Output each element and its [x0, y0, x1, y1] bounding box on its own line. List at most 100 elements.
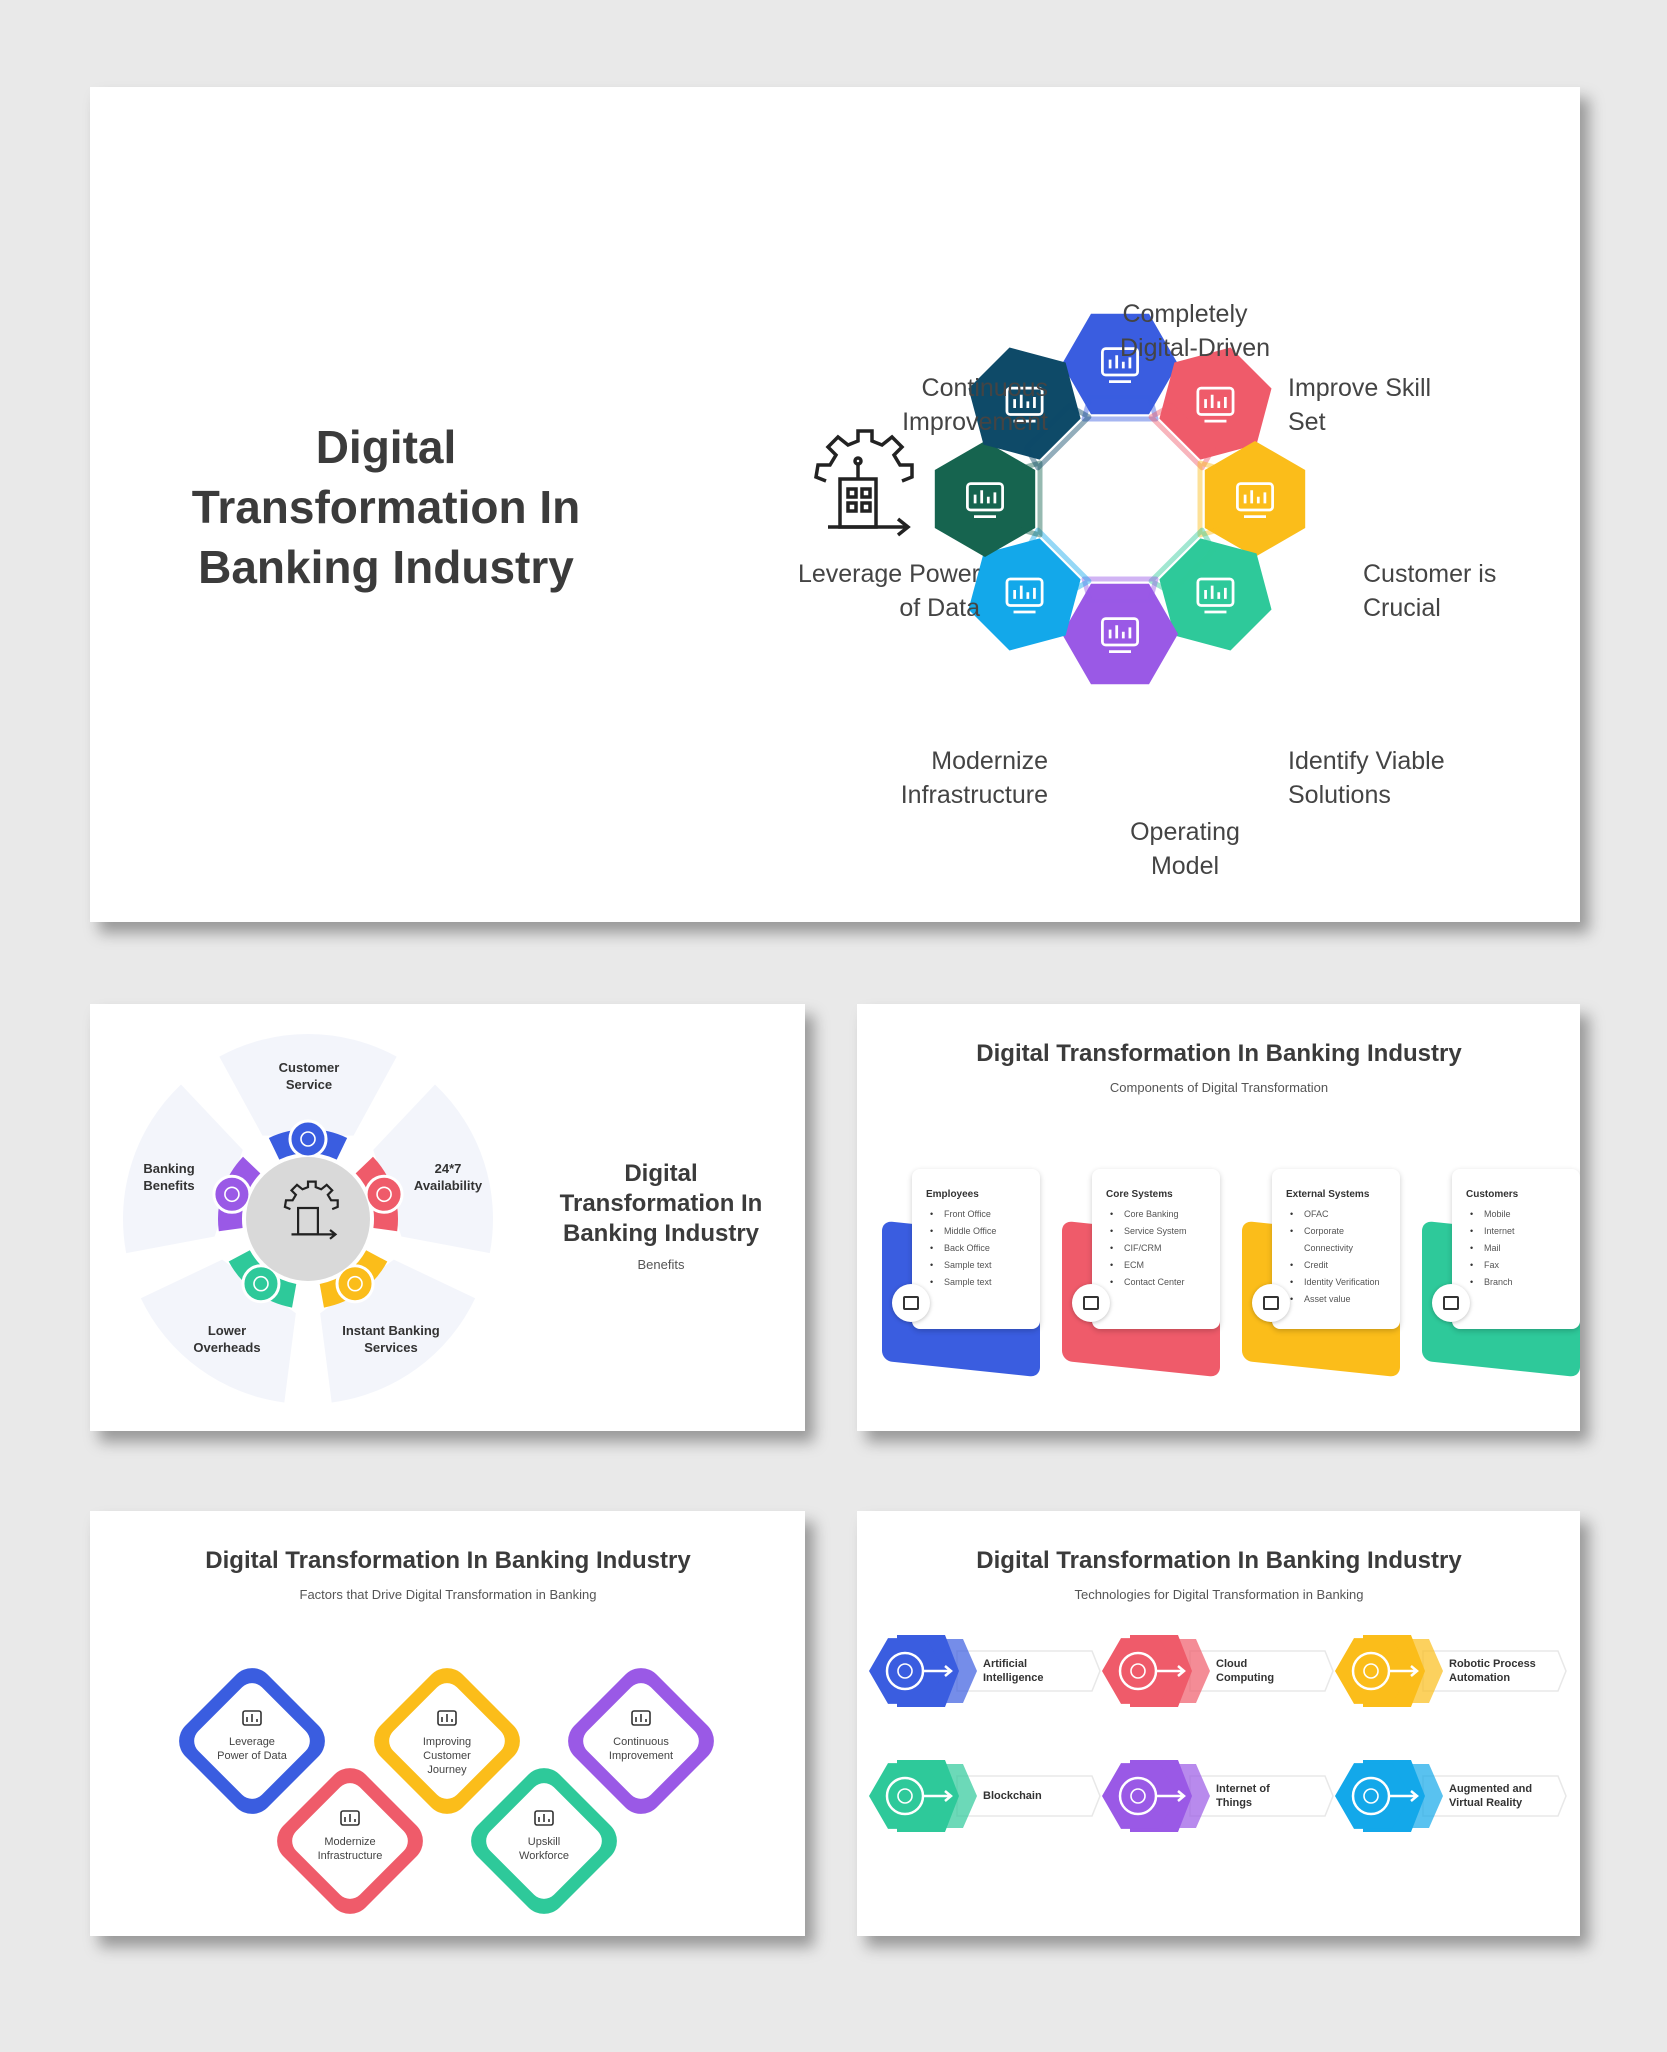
gear-building-icon: [283, 1180, 339, 1240]
diamond-3: [277, 1768, 423, 1914]
card-item: Back Office: [926, 1240, 1026, 1257]
circuit-gear-icon: [1005, 577, 1044, 614]
card-title: External Systems: [1286, 1189, 1370, 1200]
money-down-icon: [253, 1275, 269, 1292]
card-item: Service System: [1106, 1223, 1206, 1240]
card-item: Mobile: [1466, 1206, 1566, 1223]
card-item: Branch: [1466, 1274, 1566, 1291]
segment-4: [1062, 576, 1178, 685]
factors-title: Digital Transformation In Banking Indust…: [205, 1547, 691, 1574]
circuit-gear-icon: [340, 1810, 360, 1826]
label-leverage-data: Leverage Power of Data: [797, 560, 980, 622]
component-card[interactable]: Employees Front OfficeMiddle OfficeBack …: [882, 1169, 1052, 1379]
components-title: Digital Transformation In Banking Indust…: [976, 1040, 1462, 1067]
center-disc: [246, 1157, 370, 1281]
data-screen-icon: [242, 1710, 262, 1726]
card-item: Sample text: [926, 1257, 1026, 1274]
ai-brain-icon: [897, 1663, 913, 1679]
label-continuous-improvement: Continuous Improvement: [902, 374, 1048, 436]
slide-technologies[interactable]: Digital Transformation In Banking Indust…: [857, 1511, 1580, 1936]
tech-item-3: [869, 1760, 1101, 1832]
card-item: Asset value: [1286, 1291, 1386, 1308]
tech-item-2: [1335, 1635, 1567, 1707]
cycle-growth-icon: [631, 1710, 651, 1726]
segment-0: [1062, 313, 1178, 422]
tech-item-5: [1335, 1760, 1567, 1832]
iot-icon: [1130, 1788, 1146, 1804]
customers-icon: [1432, 1284, 1470, 1322]
slide-components[interactable]: Digital Transformation In Banking Indust…: [857, 1004, 1580, 1431]
benefits-title: Digital Transformation In Banking Indust…: [559, 1160, 763, 1247]
card-item: Contact Center: [1106, 1274, 1206, 1291]
hero-title: Digital Transformation In Banking Indust…: [191, 421, 581, 593]
clipboard-gear-icon: [1101, 617, 1139, 653]
network-gear-icon: [1072, 1284, 1110, 1322]
card-item: ECM: [1106, 1257, 1206, 1274]
diamond-2: [568, 1668, 714, 1814]
team-icon: [892, 1284, 930, 1322]
card-item: Front Office: [926, 1206, 1026, 1223]
petal-2: [319, 1249, 476, 1403]
components-subtitle: Components of Digital Transformation: [1109, 1080, 1329, 1095]
vr-headset-icon: [1363, 1788, 1379, 1804]
piggy-bank-icon: [224, 1186, 240, 1203]
card-items: Front OfficeMiddle OfficeBack OfficeSamp…: [926, 1206, 1026, 1291]
monitor-settings-icon: [1252, 1284, 1290, 1322]
petal-1: [355, 1084, 493, 1254]
card-item: Internet: [1466, 1223, 1566, 1240]
monitor-data-icon: [966, 482, 1004, 518]
support-agent-icon: [300, 1131, 316, 1147]
tech-item-0: [869, 1635, 1101, 1707]
card-body: Customers MobileInternetMailFaxBranch: [1452, 1169, 1580, 1329]
segment-3: [1148, 527, 1272, 651]
cycle-diagram: [814, 313, 1306, 685]
tech-item-4: [1102, 1760, 1334, 1832]
technologies-arrows: [869, 1635, 1567, 1832]
card-body: Employees Front OfficeMiddle OfficeBack …: [912, 1169, 1040, 1329]
tech-label: Blockchain: [983, 1790, 1042, 1802]
component-card[interactable]: External Systems OFACCorporate Connectiv…: [1242, 1169, 1412, 1379]
team-growth-icon: [534, 1810, 554, 1826]
robot-icon: [1363, 1663, 1379, 1679]
label-improve-skill: Improve Skill Set: [1288, 374, 1432, 436]
technologies-title: Digital Transformation In Banking Indust…: [976, 1547, 1462, 1574]
slide-hero[interactable]: Digital Transformation In Banking Indust…: [90, 87, 1580, 922]
segment-5: [968, 527, 1092, 651]
diamond-0: [179, 1668, 325, 1814]
slide-factors[interactable]: Digital Transformation In Banking Indust…: [90, 1511, 805, 1936]
journey-path-icon: [437, 1710, 457, 1726]
benefits-wheel: [123, 1034, 493, 1403]
component-card[interactable]: Customers MobileInternetMailFaxBranch: [1422, 1169, 1580, 1379]
petal-0: [219, 1034, 397, 1160]
gear-building-icon: [814, 429, 914, 537]
person-growth-icon: [1196, 386, 1235, 423]
card-title: Employees: [926, 1189, 979, 1200]
card-item: Fax: [1466, 1257, 1566, 1274]
clock-247-icon: [376, 1186, 392, 1203]
card-items: MobileInternetMailFaxBranch: [1466, 1206, 1566, 1291]
instant-doc-icon: [347, 1275, 363, 1292]
idea-hand-icon: [1196, 577, 1235, 614]
card-item: Credit: [1286, 1257, 1386, 1274]
factors-diamonds: [179, 1668, 714, 1914]
card-item: OFAC: [1286, 1206, 1386, 1223]
card-item: CIF/CRM: [1106, 1240, 1206, 1257]
segment-2: [1197, 441, 1306, 557]
